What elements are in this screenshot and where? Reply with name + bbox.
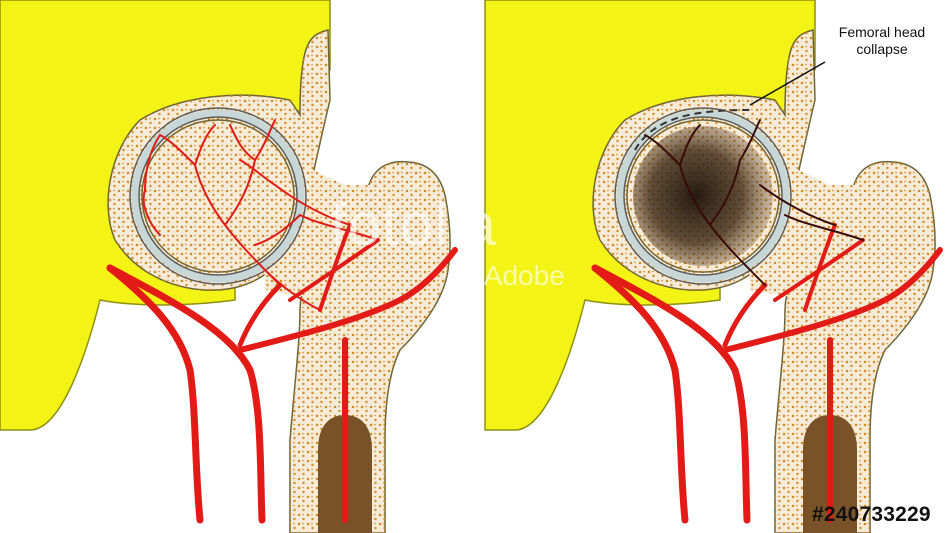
necrotic-hip-panel — [485, 0, 940, 533]
callout-line-2: collapse — [812, 41, 952, 58]
callout-line-1: Femoral head — [812, 24, 952, 41]
necrosis-zone — [633, 126, 773, 266]
femoral-head-collapse-label: Femoral head collapse — [812, 24, 952, 58]
stock-id: #240733229 — [812, 503, 931, 527]
normal-hip-panel — [0, 0, 455, 533]
